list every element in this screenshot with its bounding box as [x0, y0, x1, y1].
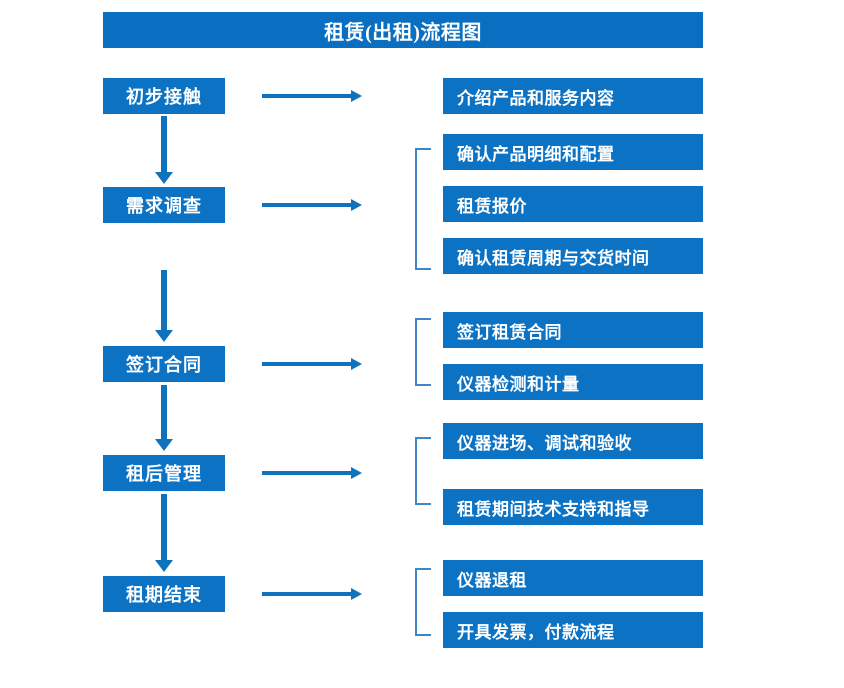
detail-box-仪器检测和计量[interactable]: 仪器检测和计量 — [443, 364, 703, 400]
arrow-head-icon — [155, 330, 173, 342]
vertical-arrow-租后管理-to-租期结束 — [155, 494, 173, 572]
arrow-head-icon — [155, 439, 173, 451]
arrow-head-icon — [351, 199, 362, 211]
arrow-head-icon — [351, 467, 362, 479]
horizontal-arrow-初步接触 — [262, 89, 362, 103]
stage-box-需求调查[interactable]: 需求调查 — [103, 187, 225, 223]
horizontal-arrow-租后管理 — [262, 466, 362, 480]
arrow-shaft — [262, 203, 352, 207]
detail-box-确认产品明细和配置[interactable]: 确认产品明细和配置 — [443, 134, 703, 170]
stage-box-租期结束[interactable]: 租期结束 — [103, 576, 225, 612]
vertical-arrow-签订合同-to-租后管理 — [155, 385, 173, 451]
arrow-head-icon — [155, 560, 173, 572]
detail-box-租赁期间技术支持和指导[interactable]: 租赁期间技术支持和指导 — [443, 489, 703, 525]
arrow-shaft — [262, 94, 352, 98]
arrow-shaft — [161, 116, 167, 172]
detail-box-介绍产品和服务内容[interactable]: 介绍产品和服务内容 — [443, 78, 703, 114]
horizontal-arrow-租期结束 — [262, 587, 362, 601]
arrow-head-icon — [351, 358, 362, 370]
arrow-shaft — [161, 270, 167, 330]
stage-box-租后管理[interactable]: 租后管理 — [103, 455, 225, 491]
arrow-head-icon — [155, 172, 173, 184]
stage-box-签订合同[interactable]: 签订合同 — [103, 346, 225, 382]
detail-box-确认租赁周期与交货时间[interactable]: 确认租赁周期与交货时间 — [443, 238, 703, 274]
arrow-shaft — [262, 362, 352, 366]
group-bracket-租期结束 — [415, 568, 431, 636]
vertical-arrow-初步接触-to-需求调查 — [155, 116, 173, 184]
diagram-title: 租赁(出租)流程图 — [103, 12, 703, 48]
arrow-shaft — [161, 494, 167, 560]
arrow-shaft — [262, 592, 352, 596]
arrow-shaft — [262, 471, 352, 475]
group-bracket-签订合同 — [415, 318, 431, 386]
detail-box-仪器进场-调试和验收[interactable]: 仪器进场、调试和验收 — [443, 423, 703, 459]
horizontal-arrow-签订合同 — [262, 357, 362, 371]
detail-box-签订租赁合同[interactable]: 签订租赁合同 — [443, 312, 703, 348]
group-bracket-需求调查 — [415, 148, 431, 270]
arrow-head-icon — [351, 90, 362, 102]
arrow-head-icon — [351, 588, 362, 600]
detail-box-仪器退租[interactable]: 仪器退租 — [443, 560, 703, 596]
stage-box-初步接触[interactable]: 初步接触 — [103, 78, 225, 114]
arrow-shaft — [161, 385, 167, 439]
detail-box-开具发票-付款流程[interactable]: 开具发票，付款流程 — [443, 612, 703, 648]
horizontal-arrow-需求调查 — [262, 198, 362, 212]
detail-box-租赁报价[interactable]: 租赁报价 — [443, 186, 703, 222]
group-bracket-租后管理 — [415, 437, 431, 505]
vertical-arrow-需求调查-to-签订合同 — [155, 270, 173, 342]
